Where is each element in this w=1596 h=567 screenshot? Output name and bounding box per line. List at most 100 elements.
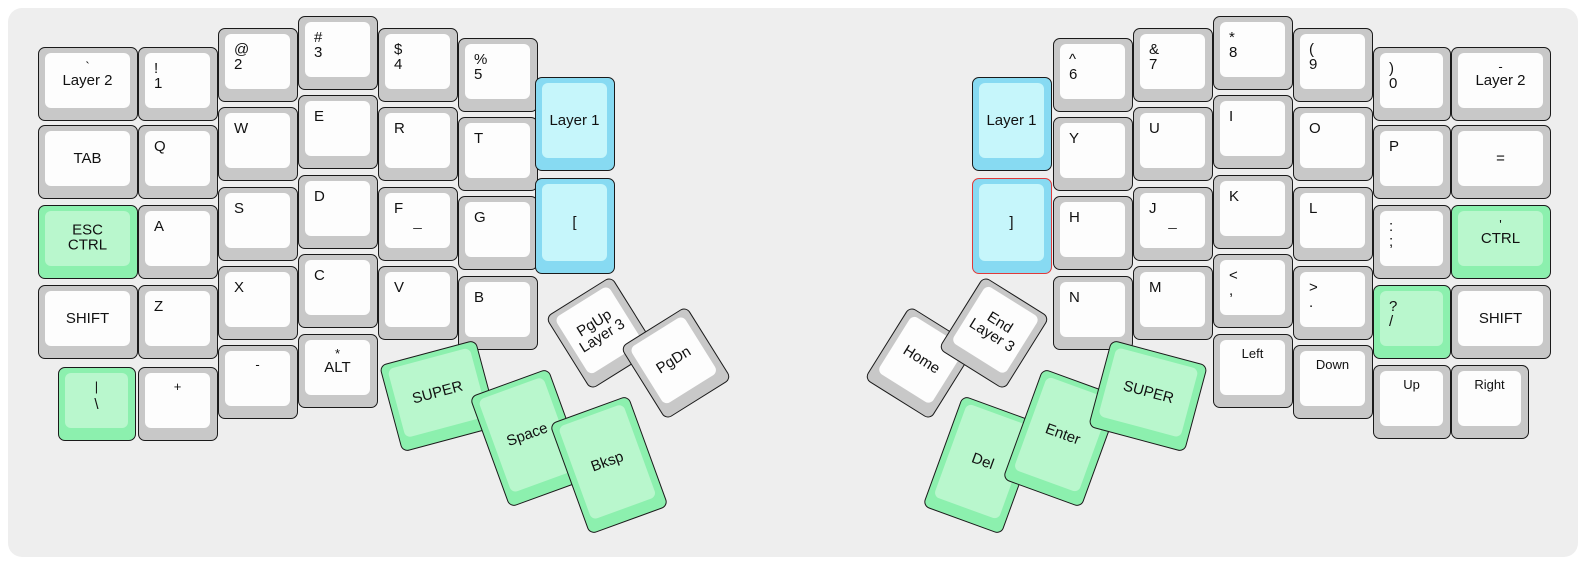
- key-l-t-bksp[interactable]: Bksp: [549, 395, 669, 535]
- key-l-c2-r0[interactable]: @2: [218, 28, 298, 102]
- key-l-c5-r1[interactable]: T: [458, 117, 538, 191]
- key-l-c2-r2[interactable]: S: [218, 187, 298, 261]
- keycap-top: O: [1300, 113, 1365, 168]
- keycap-top: U: [1140, 113, 1205, 168]
- key-l-c3-r4[interactable]: *ALT: [298, 334, 378, 408]
- key-label-homing-bar: _: [413, 213, 422, 231]
- keycap-top: *8: [1220, 22, 1285, 77]
- key-label-primary: ALT: [324, 358, 351, 376]
- key-l-c5-r0[interactable]: %5: [458, 38, 538, 112]
- key-l-c4-r0[interactable]: $4: [378, 28, 458, 102]
- key-label-primary: Layer 1: [986, 111, 1037, 129]
- key-r-c5-r1[interactable]: P: [1373, 125, 1451, 199]
- keycap-top: &7: [1140, 34, 1205, 89]
- key-label-primary: SHIFT: [1478, 309, 1523, 327]
- key-r-c5-r3[interactable]: ?/: [1373, 285, 1451, 359]
- key-r-c2-r2[interactable]: J_: [1133, 187, 1213, 261]
- key-r-c3-r4[interactable]: Left: [1213, 334, 1293, 408]
- key-l-c4-r1[interactable]: R: [378, 107, 458, 181]
- key-label-upper-left: ?: [1389, 298, 1398, 315]
- key-r-c4-r0[interactable]: (9: [1293, 28, 1373, 102]
- key-r-c1-r1[interactable]: Y: [1053, 117, 1133, 191]
- key-label-lower-left: 1: [154, 75, 163, 93]
- key-label-upper-left: :: [1389, 218, 1394, 235]
- key-r-c6-r0[interactable]: -Layer 2: [1451, 47, 1551, 121]
- key-label-upper-left: C: [314, 267, 325, 284]
- keycap-top: V: [385, 272, 450, 327]
- key-r-c4-r4[interactable]: Down: [1293, 345, 1373, 419]
- key-r-c0-r1[interactable]: ]: [972, 178, 1052, 274]
- keycap-top: SUPER: [387, 347, 488, 439]
- key-r-c1-r0[interactable]: ^6: [1053, 38, 1133, 112]
- key-r-c3-r2[interactable]: K: [1213, 175, 1293, 249]
- key-r-c1-r2[interactable]: H: [1053, 196, 1133, 270]
- key-r-c2-r0[interactable]: &7: [1133, 28, 1213, 102]
- key-label-lower-left: /: [1389, 313, 1394, 331]
- key-l-c5-r3[interactable]: B: [458, 276, 538, 350]
- key-l-c2-r3[interactable]: X: [218, 266, 298, 340]
- key-label-upper-left: O: [1309, 120, 1321, 137]
- key-label-primary: Up: [1403, 377, 1420, 392]
- key-r-c2-r1[interactable]: U: [1133, 107, 1213, 181]
- key-l-c5-r2[interactable]: G: [458, 196, 538, 270]
- key-r-c6-r4[interactable]: Right: [1451, 365, 1529, 439]
- key-label-upper-left: ^: [1069, 51, 1077, 68]
- keycap-top: %5: [465, 44, 530, 99]
- key-r-c3-r1[interactable]: I: [1213, 95, 1293, 169]
- key-l-c0-r3[interactable]: SHIFT: [38, 285, 138, 359]
- key-label-upper-left: A: [154, 218, 165, 235]
- key-r-c6-r1[interactable]: =: [1451, 125, 1551, 199]
- key-l-c4-r2[interactable]: F_: [378, 187, 458, 261]
- key-r-c4-r1[interactable]: O: [1293, 107, 1373, 181]
- key-label-primary: Space: [504, 418, 550, 450]
- key-r-c5-r4[interactable]: Up: [1373, 365, 1451, 439]
- key-r-c4-r3[interactable]: >.: [1293, 266, 1373, 340]
- key-l-c2-r1[interactable]: W: [218, 107, 298, 181]
- key-label-upper-left: Z: [154, 298, 164, 315]
- key-l-c0-r4[interactable]: |\: [58, 367, 136, 441]
- key-l-c0-r1[interactable]: TAB: [38, 125, 138, 199]
- key-l-c1-r2[interactable]: A: [138, 205, 218, 279]
- key-r-c6-r2[interactable]: 'CTRL: [1451, 205, 1551, 279]
- key-l-c1-r3[interactable]: Z: [138, 285, 218, 359]
- key-l-c3-r2[interactable]: D: [298, 175, 378, 249]
- key-r-c4-r2[interactable]: L: [1293, 187, 1373, 261]
- key-l-c3-r3[interactable]: C: [298, 254, 378, 328]
- keycap-top: -Layer 2: [1458, 53, 1543, 108]
- key-label-upper-left: J: [1149, 200, 1157, 217]
- key-label-upper-left: V: [394, 279, 405, 296]
- key-l-c1-r1[interactable]: Q: [138, 125, 218, 199]
- key-r-c5-r2[interactable]: :;: [1373, 205, 1451, 279]
- key-r-c2-r3[interactable]: M: [1133, 266, 1213, 340]
- key-label-primary: SUPER: [1121, 376, 1176, 407]
- key-r-c3-r3[interactable]: <,: [1213, 254, 1293, 328]
- keycap-top: S: [225, 193, 290, 248]
- keycap-top: [: [542, 184, 607, 261]
- keycap-top: J_: [1140, 193, 1205, 248]
- key-label-upper-left: Y: [1069, 130, 1080, 147]
- keycap-top: E: [305, 101, 370, 156]
- key-r-c0-r0[interactable]: Layer 1: [972, 77, 1052, 171]
- key-l-c2-r4[interactable]: -: [218, 345, 298, 419]
- keycap-top: 'CTRL: [1458, 211, 1543, 266]
- key-label-upper-left: T: [474, 130, 484, 147]
- key-r-c5-r0[interactable]: )0: [1373, 47, 1451, 121]
- key-l-c1-r4[interactable]: +: [138, 367, 218, 441]
- key-r-c1-r3[interactable]: N: [1053, 276, 1133, 350]
- key-r-c6-r3[interactable]: SHIFT: [1451, 285, 1551, 359]
- key-l-c4-r3[interactable]: V: [378, 266, 458, 340]
- key-l-c3-r0[interactable]: #3: [298, 16, 378, 90]
- keycap-top: ?/: [1380, 291, 1443, 346]
- keycap-top: |\: [65, 373, 128, 428]
- keycap-top: Z: [145, 291, 210, 346]
- key-l-c0-r0[interactable]: `Layer 2: [38, 47, 138, 121]
- key-label-upper-left: M: [1149, 279, 1162, 296]
- key-r-c3-r0[interactable]: *8: [1213, 16, 1293, 90]
- keycap-top: L: [1300, 193, 1365, 248]
- key-l-c1-r0[interactable]: !1: [138, 47, 218, 121]
- key-l-c6-r1[interactable]: [: [535, 178, 615, 274]
- key-l-c6-r0[interactable]: Layer 1: [535, 77, 615, 171]
- key-l-c3-r1[interactable]: E: [298, 95, 378, 169]
- key-label-lower-left: 4: [394, 56, 403, 74]
